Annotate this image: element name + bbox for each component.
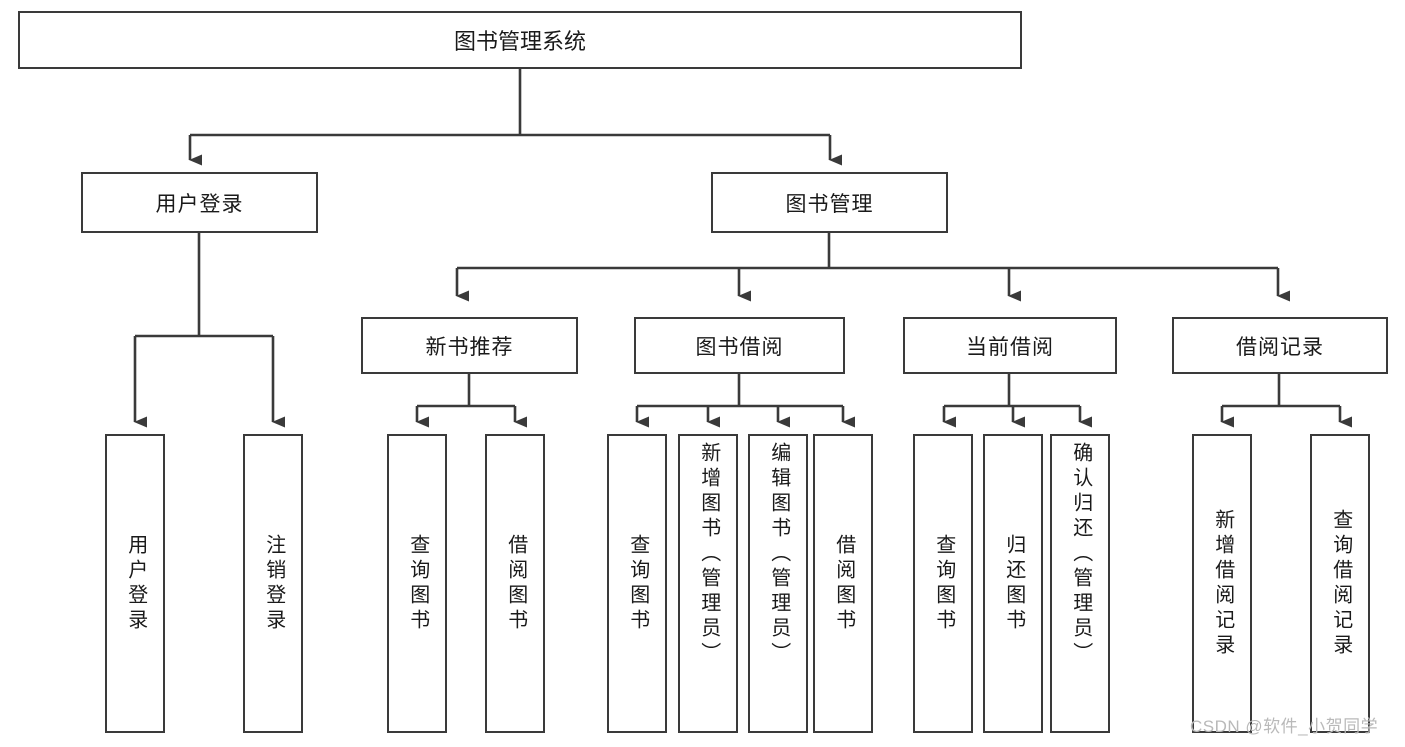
node-label: 借阅图书: [504, 533, 527, 634]
leaf-borrow-book[interactable]: 借阅图书: [813, 434, 873, 733]
leaf-text-wrap: 查询图书: [609, 436, 665, 731]
leaf-text-wrap: 用户登录: [107, 436, 163, 731]
node-label: 编辑图书（管理员）: [767, 442, 790, 667]
leaf-user-logout[interactable]: 注销登录: [243, 434, 303, 733]
node-label: 归还图书: [1002, 533, 1025, 634]
node-label: 查询借阅记录: [1329, 508, 1352, 659]
node-label: 图书管理系统: [453, 29, 586, 54]
node-user-login[interactable]: 用户登录: [81, 172, 318, 233]
node-label: 查询图书: [626, 533, 649, 634]
node-label: 用户登录: [124, 533, 147, 634]
node-label: 当前借阅: [966, 335, 1054, 359]
node-label: 新增图书（管理员）: [697, 442, 720, 667]
watermark-text: CSDN @软件_小贺同学: [1190, 717, 1379, 736]
leaf-edit-book-admin[interactable]: 编辑图书（管理员）: [748, 434, 808, 733]
node-label: 注销登录: [262, 533, 285, 634]
leaf-text-wrap: 归还图书: [985, 436, 1041, 731]
leaf-query-book[interactable]: 查询图书: [607, 434, 667, 733]
node-label: 确认归还（管理员）: [1069, 442, 1092, 667]
leaf-text-wrap: 查询图书: [915, 436, 971, 731]
node-label: 图书借阅: [695, 335, 784, 359]
leaf-text-wrap: 借阅图书: [815, 436, 871, 731]
leaf-user-login[interactable]: 用户登录: [105, 434, 165, 733]
node-label: 新书推荐: [425, 335, 514, 359]
node-label: 借阅记录: [1236, 335, 1324, 359]
node-new-book-recommend[interactable]: 新书推荐: [361, 317, 578, 374]
node-label: 查询图书: [406, 533, 429, 634]
leaf-text-wrap: 编辑图书（管理员）: [750, 436, 806, 731]
node-borrow-record[interactable]: 借阅记录: [1172, 317, 1388, 374]
leaf-text-wrap: 查询图书: [389, 436, 445, 731]
node-label: 用户登录: [155, 192, 244, 216]
node-root-system[interactable]: 图书管理系统: [18, 11, 1022, 69]
leaf-query-book-recommend[interactable]: 查询图书: [387, 434, 447, 733]
node-label: 新增借阅记录: [1211, 508, 1234, 659]
node-current-borrow[interactable]: 当前借阅: [903, 317, 1117, 374]
leaf-add-borrow-record[interactable]: 新增借阅记录: [1192, 434, 1252, 733]
node-label: 查询图书: [932, 533, 955, 634]
leaf-confirm-return-admin[interactable]: 确认归还（管理员）: [1050, 434, 1110, 733]
leaf-borrow-book-recommend[interactable]: 借阅图书: [485, 434, 545, 733]
leaf-text-wrap: 查询借阅记录: [1312, 436, 1368, 731]
leaf-text-wrap: 注销登录: [245, 436, 301, 731]
node-label: 图书管理: [785, 192, 874, 216]
node-label: 借阅图书: [832, 533, 855, 634]
leaf-text-wrap: 新增图书（管理员）: [680, 436, 736, 731]
leaf-text-wrap: 新增借阅记录: [1194, 436, 1250, 731]
node-book-borrow[interactable]: 图书借阅: [634, 317, 845, 374]
leaf-query-borrow-record[interactable]: 查询借阅记录: [1310, 434, 1370, 733]
leaf-text-wrap: 确认归还（管理员）: [1052, 436, 1108, 731]
leaf-return-book[interactable]: 归还图书: [983, 434, 1043, 733]
node-book-management[interactable]: 图书管理: [711, 172, 948, 233]
leaf-add-book-admin[interactable]: 新增图书（管理员）: [678, 434, 738, 733]
leaf-text-wrap: 借阅图书: [487, 436, 543, 731]
leaf-query-book-current[interactable]: 查询图书: [913, 434, 973, 733]
